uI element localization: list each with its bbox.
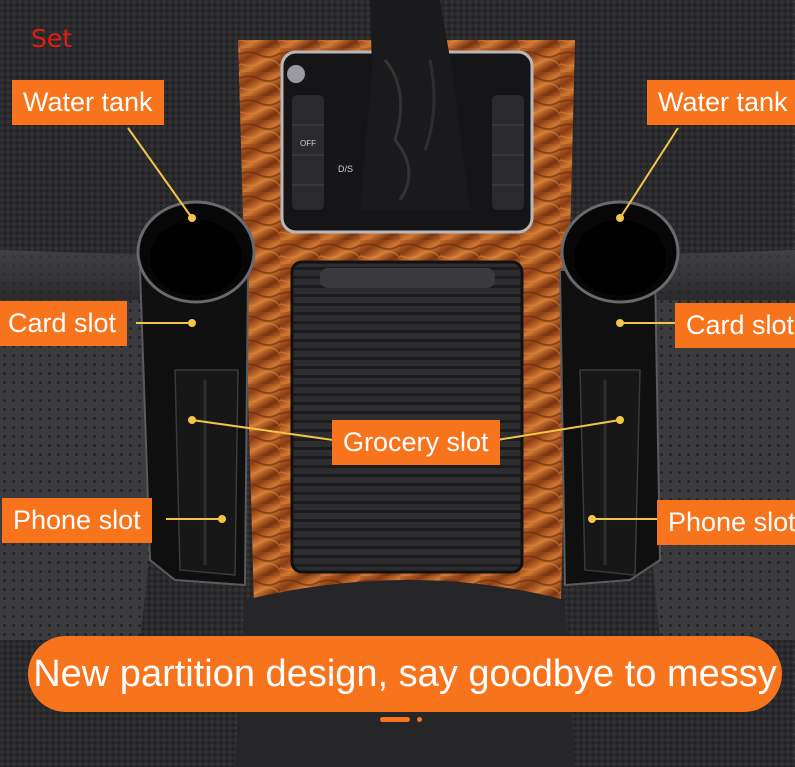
callout-phone-slot-right: Phone slot — [657, 500, 795, 545]
carousel-dot[interactable] — [417, 717, 422, 722]
callout-water-tank-right: Water tank — [647, 80, 795, 125]
callout-card-slot-right: Card slot — [675, 303, 795, 348]
start-button — [287, 65, 305, 83]
carousel-dot-active[interactable] — [380, 717, 410, 722]
right-seat-gap-organizer — [558, 200, 680, 587]
callout-water-tank-left: Water tank — [12, 80, 164, 125]
storage-lid — [290, 260, 524, 574]
promo-banner: New partition design, say goodbye to mes… — [28, 636, 782, 712]
left-seat-gap-organizer — [136, 200, 256, 587]
set-watermark: Set — [31, 24, 73, 53]
callout-card-slot-left: Card slot — [0, 301, 128, 346]
off-button-label: OFF — [300, 139, 316, 148]
callout-grocery-slot: Grocery slot — [332, 420, 500, 465]
callout-phone-slot-left: Phone slot — [2, 498, 152, 543]
callout-leader-lines — [127, 127, 683, 523]
drive-mode-label: D/S — [338, 164, 353, 174]
gear-boot — [360, 0, 470, 210]
